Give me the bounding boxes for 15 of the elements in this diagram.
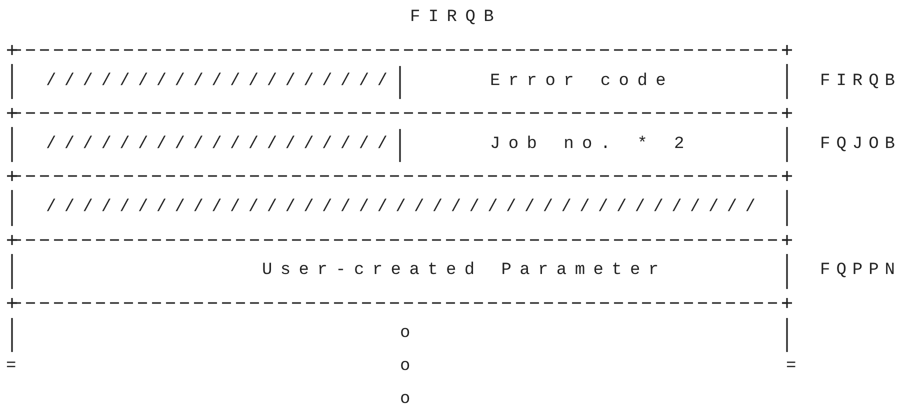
field-name: Error code bbox=[490, 72, 674, 92]
field-name: Job no. * 2 bbox=[490, 135, 692, 155]
continuation-dot: o bbox=[400, 357, 418, 377]
offset-label: FQPPN bbox=[820, 261, 902, 281]
offset-label: FQJOB bbox=[820, 135, 902, 155]
field-name: User-created Parameter bbox=[262, 261, 667, 281]
diagram-title: FIRQB bbox=[410, 8, 502, 28]
continuation-dot: o bbox=[400, 390, 418, 410]
hatched-cell: /////////////////// bbox=[46, 135, 396, 155]
break-mark: = bbox=[6, 357, 24, 377]
hatched-cell: /////////////////////////////////////// bbox=[46, 198, 764, 218]
continuation-dot: o bbox=[400, 324, 418, 344]
break-mark: = bbox=[786, 357, 804, 377]
hatched-cell: /////////////////// bbox=[46, 72, 396, 92]
offset-label: FIRQB bbox=[820, 72, 902, 92]
